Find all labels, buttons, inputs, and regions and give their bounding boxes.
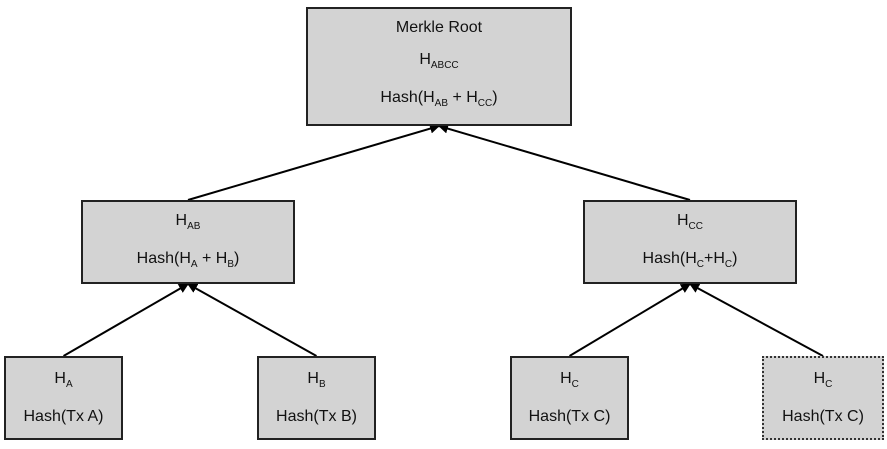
leaf-hash-a-formula: Hash(Tx A) — [23, 408, 104, 425]
merkle-root-formula: Hash(HAB + HCC) — [380, 89, 498, 109]
leaf-hash-c-duplicate-node: HC Hash(Tx C) — [762, 356, 884, 440]
leaf-hash-c-duplicate-formula: Hash(Tx C) — [782, 408, 864, 425]
leaf-hash-b-label: HB — [307, 370, 326, 390]
merkle-root-hash-label: HABCC — [419, 51, 459, 71]
hash-cc-formula: Hash(HC+HC) — [642, 250, 738, 270]
hash-ab-label: HAB — [175, 212, 201, 232]
hash-cc-node: HCC Hash(HC+HC) — [583, 200, 797, 284]
leaf-hash-b-node: HB Hash(Tx B) — [257, 356, 376, 440]
edge-b-to-ab — [187, 283, 317, 357]
hash-ab-formula: Hash(HA + HB) — [136, 250, 240, 270]
hash-ab-node: HAB Hash(HA + HB) — [81, 200, 295, 284]
edge-cc-to-root — [438, 123, 691, 201]
edge-c-to-cc — [568, 283, 691, 357]
merkle-root-node: Merkle Root HABCC Hash(HAB + HCC) — [306, 7, 572, 126]
leaf-hash-a-label: HA — [54, 370, 73, 390]
leaf-hash-c-label: HC — [560, 370, 579, 390]
leaf-hash-b-formula: Hash(Tx B) — [276, 408, 357, 425]
leaf-hash-c-node: HC Hash(Tx C) — [510, 356, 629, 440]
merkle-root-title: Merkle Root — [395, 19, 483, 36]
hash-cc-label: HCC — [676, 212, 703, 232]
leaf-hash-c-formula: Hash(Tx C) — [528, 408, 611, 425]
leaf-hash-c-duplicate-label: HC — [813, 370, 833, 390]
edge-ab-to-root — [187, 123, 440, 201]
edge-c_dup-to-cc — [689, 283, 824, 357]
edge-a-to-ab — [62, 283, 189, 357]
leaf-hash-a-node: HA Hash(Tx A) — [4, 356, 123, 440]
